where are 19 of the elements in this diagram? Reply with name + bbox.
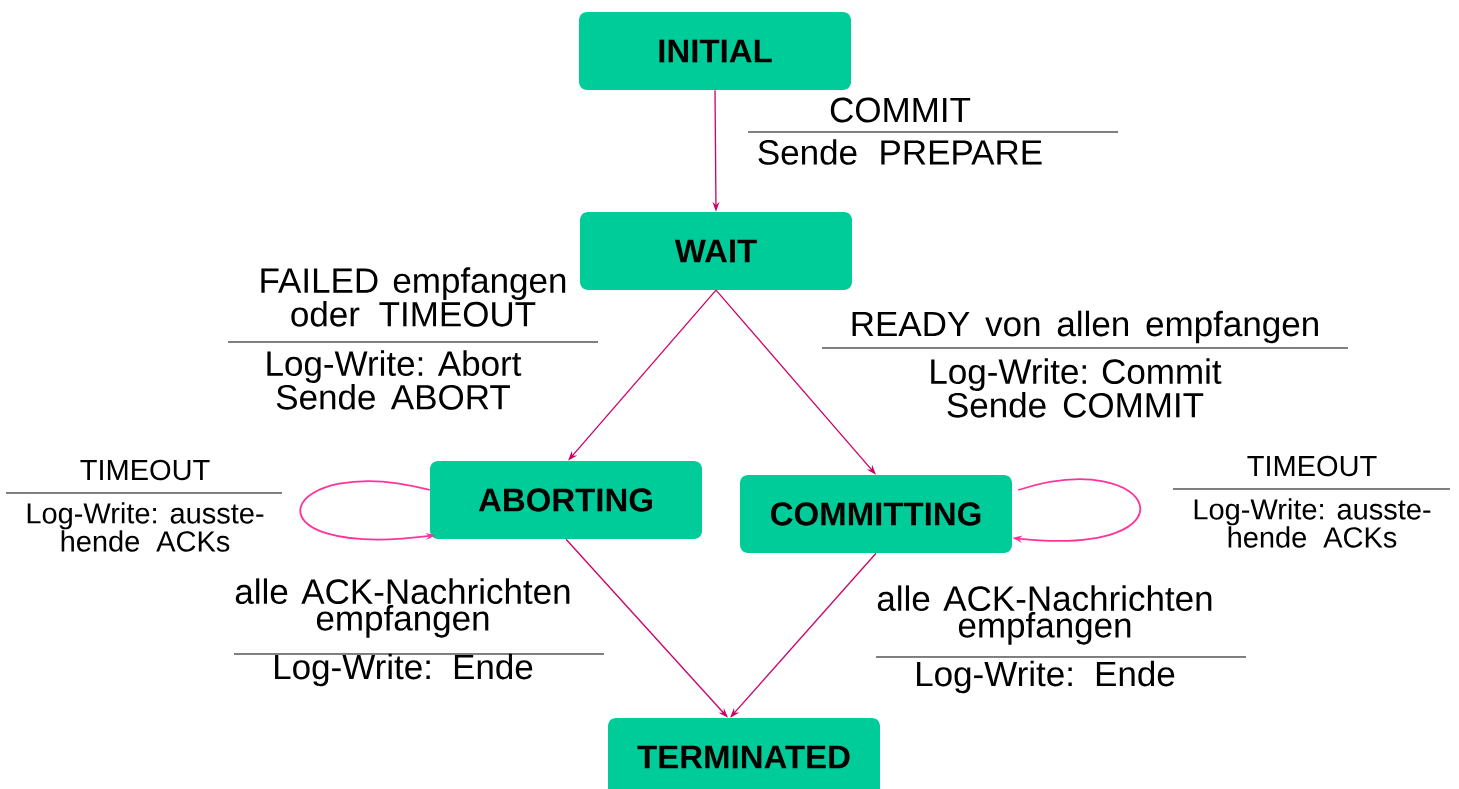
action-label: Log-Write: Ende: [917, 660, 1175, 694]
edge-label: TIMEOUT: [1247, 455, 1377, 477]
edge-label: alle ACK-Nachrichten empfangen: [877, 585, 1212, 645]
action-label: Log-Write: ausste- hende ACKs: [1194, 498, 1431, 548]
edge-label: alle ACK-Nachrichten empfangen: [235, 578, 570, 638]
edge-label: READY von allen empfangen: [852, 310, 1318, 344]
state-box: WAIT: [580, 212, 852, 290]
action-label: Log-Write: ausste- hende ACKs: [27, 502, 264, 552]
edge-label: TIMEOUT: [80, 459, 210, 481]
state-box: COMMITTING: [740, 475, 1012, 553]
action-label: Log-Write: Commit Sende COMMIT: [931, 358, 1222, 418]
action-label: Sende PREPARE: [758, 139, 1042, 165]
edge-label: COMMIT: [830, 97, 971, 123]
state-box: TERMINATED: [608, 718, 880, 789]
action-label: Log-Write: Abort Sende ABORT: [267, 350, 522, 410]
state-box: ABORTING: [430, 461, 702, 539]
action-label: Log-Write: Ende: [275, 653, 533, 687]
edge-label: FAILED empfangen oder TIMEOUT: [261, 267, 566, 327]
state-box: INITIAL: [579, 12, 851, 90]
